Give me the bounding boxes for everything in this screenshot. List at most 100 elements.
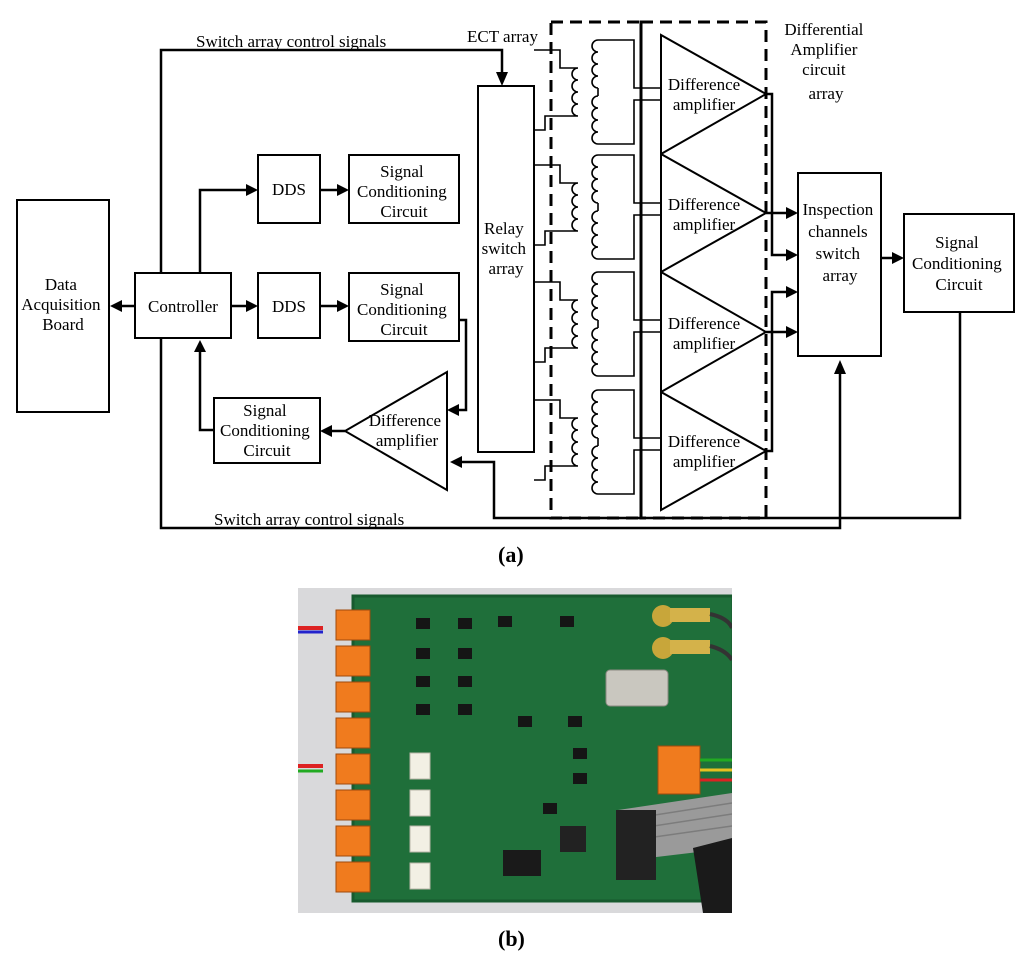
- terminal-block-6: [335, 789, 371, 821]
- pin-header: [503, 850, 541, 876]
- diffamp-feedback-line-2: amplifier: [376, 431, 439, 450]
- dds-top-to-sc-arrow: [320, 184, 349, 196]
- svg-text:Differential Amplifier: Differential Amplifier circuit array: [784, 20, 867, 103]
- ic-chip-3: [416, 648, 430, 659]
- ic-chip-15: [543, 803, 557, 814]
- da1-line-1: Difference: [668, 75, 740, 94]
- signal-conditioning-mid: [348, 272, 460, 342]
- ect-coil-pair-2: [534, 154, 661, 260]
- svg-text:Data Acquisition Board: Data Acquisition Board: [21, 275, 105, 334]
- ics-line-4: array: [823, 266, 858, 285]
- ics-line-3: switch: [816, 244, 861, 263]
- sc-top-line-3: Circuit: [380, 202, 427, 221]
- diff-array-label-4: array: [809, 84, 844, 103]
- ic-chip-5: [416, 676, 430, 687]
- ic-chip-9: [498, 616, 512, 627]
- da1-line-2: amplifier: [673, 95, 736, 114]
- svg-text:Signal Conditioning Ci: Signal Conditioning Circuit: [912, 233, 1006, 294]
- signal-conditioning-feedback: [213, 397, 321, 464]
- signal-conditioning-top: [348, 154, 460, 224]
- amp-output-lines: [766, 92, 798, 453]
- ect-coil-pair-3: [534, 271, 661, 377]
- ic-chip-12: [568, 716, 582, 727]
- dds-bottom-to-sc-arrow: [320, 300, 349, 312]
- diff-array-label-1: Differential: [784, 20, 863, 39]
- caption-a: (a): [498, 542, 524, 567]
- ect-coil-pair-4: [534, 389, 661, 495]
- sc-mid-line-1: Signal: [380, 280, 424, 299]
- ect-coil-group: [534, 39, 661, 495]
- sc-top-line-2: Conditioning: [357, 182, 447, 201]
- ic-chip-13: [573, 748, 587, 759]
- ic-chip-14: [573, 773, 587, 784]
- ics-to-sc-output-arrow: [881, 252, 904, 264]
- ic-chip-11: [518, 716, 532, 727]
- ic-chips: [416, 616, 587, 814]
- diffamp-feedback-line-1: Difference: [369, 411, 441, 430]
- svg-text:Relay switch array: Relay switch array: [482, 219, 531, 278]
- relay-line-1: Relay: [484, 219, 524, 238]
- controller-label: Controller: [148, 297, 218, 316]
- sc-fb-line-3: Circuit: [243, 441, 290, 460]
- sc-out-line-3: Circuit: [935, 275, 982, 294]
- ect-array-label: ECT array: [467, 27, 538, 46]
- dds-label-bottom: DDS: [272, 297, 306, 316]
- terminal-block-2: [335, 645, 371, 677]
- inspection-channels-switch-array: [797, 172, 882, 357]
- controller-to-dds-arrows: [198, 184, 258, 312]
- dab-line-3: Board: [42, 315, 84, 334]
- da4-line-1: Difference: [668, 432, 740, 451]
- sc-mid-line-3: Circuit: [380, 320, 427, 339]
- data-acquisition-board: [16, 199, 110, 413]
- relay-2: [409, 789, 431, 817]
- switch-control-signal-lines: [159, 48, 846, 530]
- ic-chip-8: [458, 704, 472, 715]
- diff-array-label-3: circuit: [802, 60, 846, 79]
- relay-line-2: switch: [482, 239, 527, 258]
- sma-connectors: [652, 605, 732, 662]
- ribbon-cable: [616, 793, 732, 913]
- difference-amplifier-feedback: [343, 370, 448, 492]
- da2-line-1: Difference: [668, 195, 740, 214]
- crystal-oscillator: [605, 669, 669, 707]
- relay-switch-array: [477, 85, 535, 453]
- ic-chip-6: [458, 676, 472, 687]
- ic-chip-2: [458, 618, 472, 629]
- terminal-block-4: [335, 717, 371, 749]
- pcb-photograph: [298, 588, 732, 913]
- terminal-block-7: [335, 825, 371, 857]
- terminal-block-3: [335, 681, 371, 713]
- switch-control-label-bottom: Switch array control signals: [214, 510, 404, 529]
- svg-text:Signal Conditioning Ci: Signal Conditioning Circuit: [357, 162, 451, 221]
- da3-line-2: amplifier: [673, 334, 736, 353]
- relay-1: [409, 752, 431, 780]
- ic-chip-4: [458, 648, 472, 659]
- sc-fb-line-2: Conditioning: [220, 421, 310, 440]
- da2-line-2: amplifier: [673, 215, 736, 234]
- caption-b: (b): [498, 926, 525, 951]
- svg-text:Inspection channels sw: Inspection channels switch array: [802, 200, 877, 285]
- sc-out-line-1: Signal: [935, 233, 979, 252]
- da4-line-2: amplifier: [673, 452, 736, 471]
- svg-text:Difference amplifier: Difference amplifier: [369, 411, 446, 450]
- mcu-chip: [560, 826, 586, 852]
- sc-output-return-line: [450, 312, 962, 520]
- ics-line-1: Inspection: [802, 200, 873, 219]
- terminal-block-8: [335, 861, 371, 893]
- ect-coil-pair-1: [534, 39, 661, 145]
- diff-amp-array-dashed-box: [639, 20, 768, 520]
- relay-3: [409, 825, 431, 853]
- dab-line-2: Acquisition: [21, 295, 101, 314]
- svg-text:Signal Conditioning Ci: Signal Conditioning Circuit: [220, 401, 314, 460]
- sc-mid-line-2: Conditioning: [357, 300, 447, 319]
- left-terminal-connectors: [335, 609, 371, 893]
- relay-line-3: array: [489, 259, 524, 278]
